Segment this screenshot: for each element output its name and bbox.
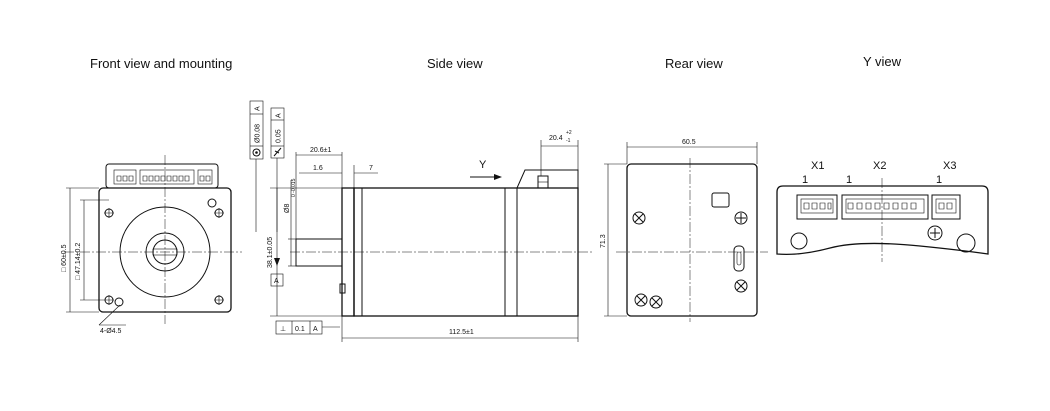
y-pin1-x2: 1: [846, 174, 852, 186]
y-connector-x1: [796, 194, 838, 220]
rear-screws: [632, 211, 748, 309]
dim-pilot: 38.1±0.05: [267, 237, 274, 268]
y-view-ground-screw: [927, 225, 943, 241]
y-pin1-x1: 1: [802, 174, 808, 186]
y-direction-label: Y: [479, 159, 487, 171]
svg-text:⊥: ⊥: [280, 326, 286, 333]
svg-text:0.1: 0.1: [295, 326, 305, 333]
rear-usb-port: [733, 245, 745, 272]
y-connector-x3: [931, 194, 961, 220]
y-view: X1 X2 X3 1 1 1: [776, 160, 989, 262]
y-view-outline: [776, 185, 989, 256]
gdt-flat-frame: ⊥ 0.1 A: [275, 320, 340, 335]
front-dim-mount-holes: 4-Ø4.5: [100, 328, 122, 335]
y-view-title: Y view: [863, 54, 902, 69]
dim-shaft-diameter: Ø8: [284, 204, 291, 213]
rear-view: 60.5 71.3: [600, 139, 768, 322]
y-label-x2: X2: [873, 160, 886, 172]
side-view: Ø0.08 A 0.05 A Y: [249, 100, 594, 342]
rear-dim-height: 71.3: [600, 234, 607, 248]
dim-20-4-tol-up: +2: [566, 130, 572, 136]
datum-a-box: [270, 273, 284, 287]
dim-shaft-tol: 0 -0.015: [291, 178, 297, 197]
front-mounting-holes: [104, 198, 224, 307]
dim-1-6: 1.6: [313, 165, 323, 172]
svg-text:A: A: [313, 326, 318, 333]
y-connector-x2: [841, 194, 929, 220]
y-label-x3: X3: [943, 160, 956, 172]
svg-text:A: A: [276, 113, 283, 118]
svg-text:A: A: [274, 278, 279, 285]
side-shaft: [295, 238, 343, 267]
front-dim-holes: □ 47.14±0.2: [75, 243, 82, 280]
side-view-title: Side view: [427, 56, 483, 71]
front-view-title: Front view and mounting: [90, 56, 233, 71]
rear-status-led: [711, 192, 730, 208]
dim-overall-length: 112.5±1: [449, 329, 474, 336]
y-pin1-x3: 1: [936, 174, 942, 186]
dim-20-4: 20.4: [549, 135, 563, 142]
dim-7: 7: [369, 165, 373, 172]
front-connector-housing: [105, 163, 219, 189]
dim-20-6: 20.6±1: [310, 147, 331, 154]
gdt-runout-frame: Ø0.08 A: [249, 100, 264, 160]
svg-text:A: A: [255, 106, 262, 111]
rear-dim-width: 60.5: [682, 139, 696, 146]
front-dim-square: □ 60±0.5: [61, 244, 68, 272]
y-label-x1: X1: [811, 160, 824, 172]
rear-body-outline: [626, 163, 758, 317]
gdt-perp-frame: 0.05 A: [270, 107, 285, 159]
rear-view-title: Rear view: [665, 56, 723, 71]
svg-text:0.05: 0.05: [276, 129, 283, 143]
svg-text:Ø0.08: Ø0.08: [255, 124, 262, 143]
front-view: □ 60±0.5 □ 47.14±0.2 4-Ø4.5: [61, 155, 242, 335]
dim-20-4-tol-down: -1: [566, 138, 571, 144]
